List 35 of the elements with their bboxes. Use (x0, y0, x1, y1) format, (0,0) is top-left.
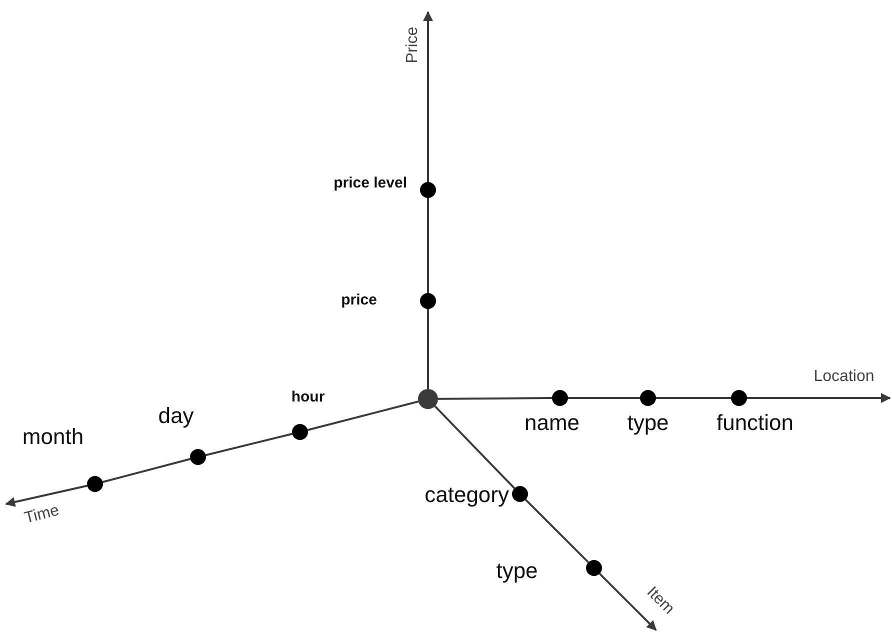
level-label: name (524, 412, 580, 434)
axis-line (524, 498, 590, 564)
axis-line (434, 405, 516, 489)
level-label: price level (334, 176, 407, 190)
arrow (747, 393, 891, 403)
axis-line (568, 397, 640, 399)
level-label: type (496, 560, 538, 582)
dot (512, 486, 528, 502)
dot (640, 390, 656, 406)
arrow (423, 11, 433, 182)
dot (420, 293, 436, 309)
dot (731, 390, 747, 406)
level-label: category (424, 484, 509, 506)
axis-line (427, 198, 429, 293)
level-label: day (158, 405, 194, 427)
dot (87, 476, 103, 492)
axis-line (308, 400, 419, 431)
dot (586, 560, 602, 576)
dot (292, 424, 308, 440)
axis-line (102, 458, 191, 483)
level-label: hour (291, 390, 325, 404)
hub-dot (418, 389, 438, 409)
arrow (598, 572, 657, 631)
axis-line (206, 432, 292, 456)
dot (190, 449, 206, 465)
dot (552, 390, 568, 406)
dot (420, 182, 436, 198)
level-label: type (627, 412, 669, 434)
axis-line (427, 309, 429, 389)
arrow (5, 484, 88, 507)
axis-line (438, 397, 552, 400)
level-label: function (716, 412, 794, 434)
level-label: price (341, 292, 377, 308)
level-label: month (22, 426, 84, 448)
axis-line (656, 397, 731, 399)
